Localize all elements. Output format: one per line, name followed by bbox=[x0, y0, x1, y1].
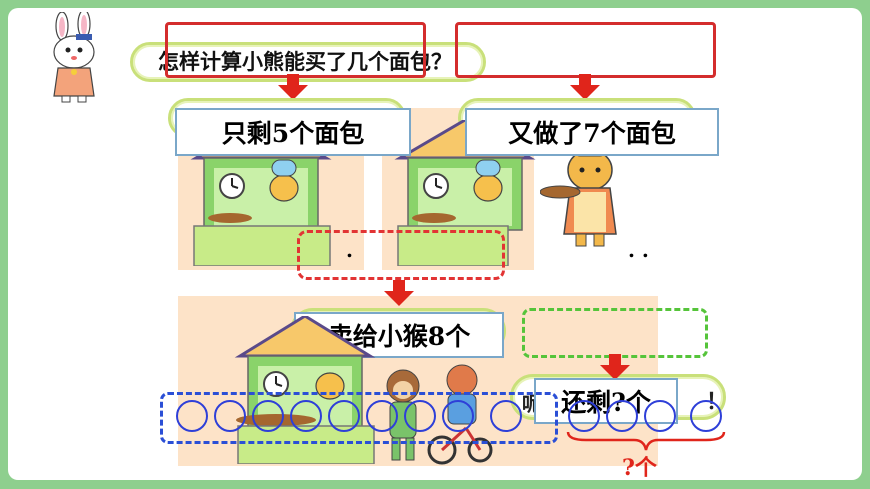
bread-circle bbox=[404, 400, 436, 432]
bread-circle bbox=[568, 400, 600, 432]
question-text: 怎样计算小熊能买了几个面包？ bbox=[158, 49, 452, 74]
arrow-down-icon bbox=[570, 74, 600, 100]
bread-circle bbox=[290, 400, 322, 432]
bread-circle bbox=[690, 400, 722, 432]
scene3-label: 卖给小猴8个 bbox=[294, 312, 504, 358]
bread-circle bbox=[328, 400, 360, 432]
bread-circle bbox=[366, 400, 398, 432]
bread-circle bbox=[176, 400, 208, 432]
remaining-box bbox=[522, 308, 708, 358]
answer-count-label: ?个 bbox=[622, 455, 657, 481]
bread-circle bbox=[214, 400, 246, 432]
bread-circle bbox=[644, 400, 676, 432]
condition-box-left bbox=[165, 22, 426, 78]
bread-circle bbox=[442, 400, 474, 432]
arrow-down-icon bbox=[600, 354, 630, 380]
bread-circle bbox=[490, 400, 522, 432]
scene2-label: 又做了7个面包 bbox=[465, 108, 719, 156]
dot-mark-double: . . bbox=[628, 238, 649, 262]
dot-mark: . bbox=[346, 238, 353, 262]
scene1-label: 只剩5个面包 bbox=[175, 108, 411, 156]
combine-box bbox=[297, 230, 505, 280]
brace-icon bbox=[566, 431, 726, 451]
bread-circle bbox=[606, 400, 638, 432]
bread-circle bbox=[252, 400, 284, 432]
condition-box-right bbox=[455, 22, 716, 78]
arrow-down-icon bbox=[384, 280, 414, 306]
bread-group-box bbox=[160, 392, 558, 444]
rabbit-mascot bbox=[53, 12, 95, 103]
tiger-baker bbox=[540, 141, 617, 247]
arrow-down-icon bbox=[278, 74, 308, 100]
